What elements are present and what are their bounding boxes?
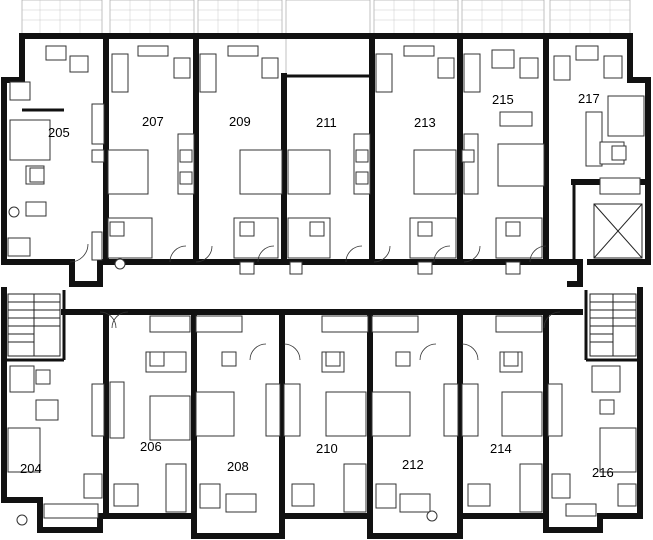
elevator bbox=[593, 203, 643, 259]
unit-217-label: 217 bbox=[578, 91, 600, 106]
unit-204-label: 204 bbox=[20, 461, 42, 476]
unit-216-label: 216 bbox=[592, 465, 614, 480]
unit-210-label: 210 bbox=[316, 441, 338, 456]
bottom-units-interiors bbox=[7, 315, 637, 526]
unit-208-label: 208 bbox=[227, 459, 249, 474]
unit-211-label: 211 bbox=[316, 115, 337, 130]
unit-209-label: 209 bbox=[229, 114, 251, 129]
corridor-doors bbox=[69, 243, 561, 361]
unit-212-label: 212 bbox=[402, 457, 424, 472]
stair-right bbox=[589, 293, 637, 357]
bottom-block-walls bbox=[1, 287, 643, 539]
unit-215-label: 215 bbox=[492, 92, 514, 107]
unit-213-label: 213 bbox=[414, 115, 436, 130]
top-block-walls bbox=[1, 33, 651, 287]
unit-207-label: 207 bbox=[142, 114, 164, 129]
unit-labels-bottom: 204 206 208 210 212 214 216 bbox=[20, 439, 614, 480]
unit-labels-top: 205 207 209 211 213 215 217 bbox=[48, 91, 600, 140]
fixtures bbox=[29, 145, 627, 415]
unit-205-label: 205 bbox=[48, 125, 70, 140]
stair-left bbox=[7, 293, 61, 357]
top-units-interiors bbox=[7, 45, 645, 275]
unit-206-label: 206 bbox=[140, 439, 162, 454]
unit-214-label: 214 bbox=[490, 441, 512, 456]
